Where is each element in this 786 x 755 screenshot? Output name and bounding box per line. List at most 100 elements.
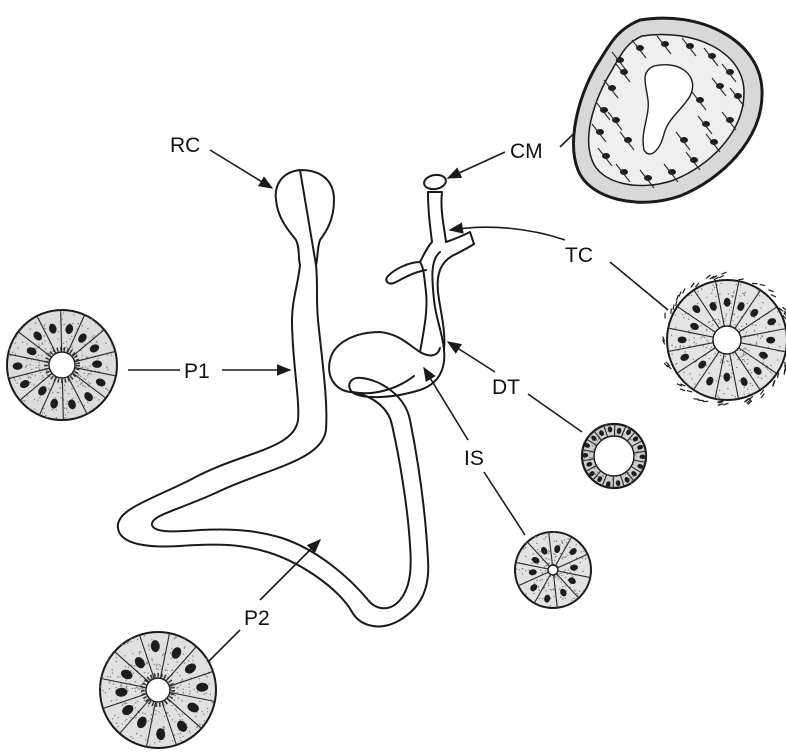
p1-cross-section-stipple: [72, 398, 73, 399]
p2-cross-section-stipple: [207, 708, 208, 709]
p1-cross-section-stipple: [91, 318, 92, 319]
is-cross-section-stipple: [571, 600, 572, 601]
tc-cross-section-stipple: [708, 321, 709, 322]
dt-cross-section-stipple: [633, 476, 634, 477]
p2-cross-section-stipple: [127, 690, 128, 691]
tc-cross-section-stipple: [715, 353, 716, 354]
p2-cross-section-stipple: [201, 711, 202, 712]
p2-cross-section-stipple: [112, 669, 113, 670]
tc-cross-section-fibre: [682, 289, 685, 294]
tc-cross-section-stipple: [733, 320, 734, 321]
tc-cross-section-fibre: [676, 301, 677, 306]
is-cross-section-stipple: [560, 553, 561, 554]
p2-cross-section-stipple: [140, 676, 141, 677]
tc-cross-section-stipple: [752, 385, 753, 386]
tc-cross-section-stipple: [762, 302, 763, 303]
p1-cross-section-stipple: [83, 378, 84, 379]
tc-cross-section-stipple: [685, 313, 686, 314]
p2-cross-section-stipple: [126, 686, 127, 687]
intermediate-segment-outline: [329, 332, 440, 393]
p2-cross-section-stipple: [132, 653, 133, 654]
p2-cross-section-stipple: [180, 733, 181, 734]
tc-cross-section-fibre: [691, 283, 694, 287]
p1-cross-section-stipple: [39, 397, 40, 398]
tc-cross-section-illustration: [663, 272, 786, 405]
p1-cross-section-stipple: [38, 344, 39, 345]
tc-cross-section-stipple: [718, 319, 719, 320]
p2-cross-section-stipple: [189, 693, 190, 694]
is-cross-section-stipple: [539, 598, 540, 599]
p2-cross-section-stipple: [184, 648, 185, 649]
is-cross-section-stipple: [519, 569, 520, 570]
p2-cross-section-stipple: [207, 711, 208, 712]
p1-cross-section-stipple: [43, 408, 44, 409]
tc-cross-section-stipple: [711, 325, 712, 326]
leader-p2: [205, 630, 240, 665]
tc-cross-section-fibre: [687, 391, 692, 392]
p2-cross-section-stipple: [171, 670, 172, 671]
tc-cross-section-stipple: [719, 293, 720, 294]
p1-cross-section-stipple: [115, 366, 116, 367]
p2-cross-section-stipple: [116, 723, 117, 724]
tc-cross-section-stipple: [716, 380, 717, 381]
p1-cross-section-stipple: [22, 400, 23, 401]
p1-cross-section-stipple: [71, 346, 72, 347]
is-cross-section-stipple: [576, 593, 577, 594]
label-tc: TC: [450, 227, 668, 310]
tc-cross-section-stipple: [704, 337, 705, 338]
p2-cross-section-stipple: [124, 655, 125, 656]
p2-cross-section-stipple: [120, 685, 121, 686]
label-dt: DT: [448, 342, 582, 432]
p2-cross-section-stipple: [150, 718, 151, 719]
p2-cross-section-stipple: [169, 715, 170, 716]
is-cross-section-stipple: [566, 542, 567, 543]
dt-cross-section-stipple: [644, 454, 645, 455]
p1-cross-section-stipple: [107, 354, 108, 355]
p2-cross-section-stipple: [192, 660, 193, 661]
p1-cross-section-stipple: [82, 385, 83, 386]
tc-cross-section-stipple: [744, 387, 745, 388]
tc-cross-section-stipple: [720, 375, 721, 376]
is-cross-section-stipple: [561, 540, 562, 541]
tc-cross-section-fibre: [723, 403, 728, 405]
p1-cross-section-stipple: [34, 409, 35, 410]
p1-cross-section-stipple: [30, 328, 31, 329]
tc-cross-section-nucleus: [678, 336, 687, 343]
p1-cross-section-stipple: [93, 335, 94, 336]
tc-cross-section-stipple: [726, 313, 727, 314]
tc-cross-section-stipple: [748, 393, 749, 394]
tc-cross-section-stipple: [743, 355, 744, 356]
p2-cross-section-stipple: [118, 717, 119, 718]
tc-cross-section-stipple: [736, 308, 737, 309]
dt-cross-section-stipple: [612, 478, 613, 479]
p2-cross-section-stipple: [189, 683, 190, 684]
tc-cross-section-stipple: [714, 287, 715, 288]
p2-cross-section-stipple: [181, 700, 182, 701]
p2-cross-section-stipple: [179, 675, 180, 676]
p1-cross-section-stipple: [17, 347, 18, 348]
p2-cross-section-stipple: [122, 723, 123, 724]
p1-cross-section-stipple: [64, 384, 65, 385]
is-cross-section-stipple: [538, 590, 539, 591]
is-cross-section-stipple: [528, 569, 529, 570]
p2-cross-section-stipple: [132, 737, 133, 738]
dt-cross-section-lumen: [594, 436, 634, 476]
p1-cross-section-stipple: [92, 337, 93, 338]
tc-cross-section-stipple: [743, 353, 744, 354]
is-cross-section-stipple: [553, 540, 554, 541]
p1-cross-section-stipple: [85, 366, 86, 367]
p2-cross-section-stipple: [125, 720, 126, 721]
p1-cross-section-stipple: [14, 380, 15, 381]
p2-cross-section-stipple: [111, 722, 112, 723]
p2-cross-section-stipple: [182, 719, 183, 720]
p1-cross-section-stipple: [36, 356, 37, 357]
tc-cross-section-stipple: [688, 295, 689, 296]
p2-cross-section-stipple: [174, 721, 175, 722]
tc-cross-section-stipple: [720, 362, 721, 363]
is-cross-section-stipple: [562, 586, 563, 587]
p1-cross-section-illustration: [7, 310, 117, 420]
tc-cross-section-stipple: [761, 378, 762, 379]
tc-cross-section-stipple: [744, 394, 745, 395]
tc-cross-section-stipple: [731, 295, 732, 296]
